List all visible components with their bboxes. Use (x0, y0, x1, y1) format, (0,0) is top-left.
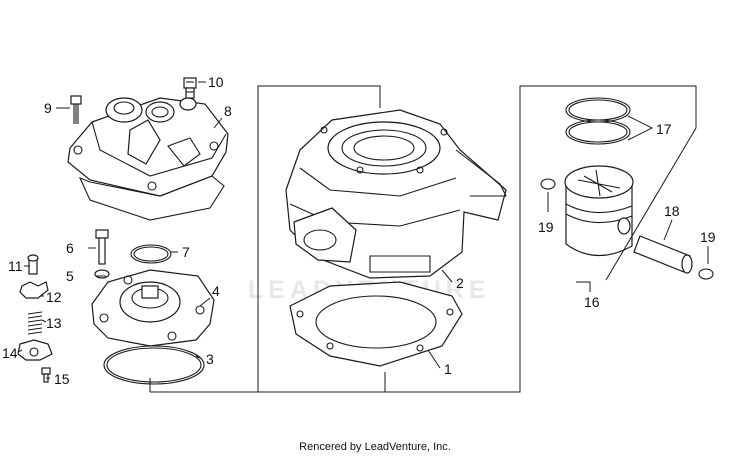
callout-18: 18 (664, 203, 680, 219)
cylinder-block[interactable] (285, 109, 507, 279)
callout-1: 1 (444, 361, 452, 377)
cylinder-head-cover[interactable] (91, 269, 215, 347)
spring[interactable] (27, 311, 43, 335)
callout-11: 11 (8, 258, 23, 274)
small-screw[interactable] (41, 367, 51, 383)
callout-7: 7 (182, 244, 190, 260)
pin-clip-left[interactable] (540, 178, 556, 190)
breather-fitting[interactable] (27, 254, 39, 275)
callout-4: 4 (212, 283, 220, 299)
group-frame-lines (149, 85, 697, 393)
credit-line: Rencered by LeadVenture, Inc. (299, 441, 451, 453)
callout-19-right: 19 (700, 229, 716, 245)
callout-16: 16 (584, 294, 600, 310)
callout-5: 5 (66, 268, 74, 284)
head-gasket-ring[interactable] (78, 175, 225, 221)
o-ring-large[interactable] (103, 345, 205, 385)
cylinder-head[interactable] (67, 97, 229, 197)
cylinder-base-gasket[interactable] (289, 281, 463, 367)
head-bolt[interactable] (70, 95, 82, 124)
callout-6: 6 (66, 240, 74, 256)
callouts: 1 2 3 4 5 6 7 8 9 10 11 12 13 14 15 16 1… (2, 74, 716, 387)
cover-bolt[interactable] (95, 229, 109, 265)
callout-17: 17 (656, 121, 672, 137)
piston-ring-upper[interactable] (565, 97, 631, 123)
piston-ring-lower[interactable] (565, 119, 631, 145)
washer[interactable] (94, 269, 110, 279)
clamp-bracket[interactable] (19, 281, 49, 299)
wrist-pin[interactable] (633, 235, 693, 274)
callout-2: 2 (456, 275, 464, 291)
hose-clamp[interactable] (17, 339, 53, 361)
callout-13: 13 (46, 315, 62, 331)
callout-8: 8 (224, 103, 232, 119)
pin-clip-right[interactable] (698, 268, 714, 280)
spark-plug-insert[interactable] (183, 77, 197, 99)
callout-15: 15 (54, 371, 70, 387)
callout-14: 14 (2, 345, 18, 361)
callout-3: 3 (206, 351, 214, 367)
callout-12: 12 (46, 289, 62, 305)
callout-19-left: 19 (538, 219, 554, 235)
piston[interactable] (564, 165, 634, 257)
leader-lines (17, 81, 709, 379)
o-ring-small[interactable] (130, 244, 172, 264)
callout-9: 9 (44, 100, 52, 116)
callout-10: 10 (208, 74, 224, 90)
